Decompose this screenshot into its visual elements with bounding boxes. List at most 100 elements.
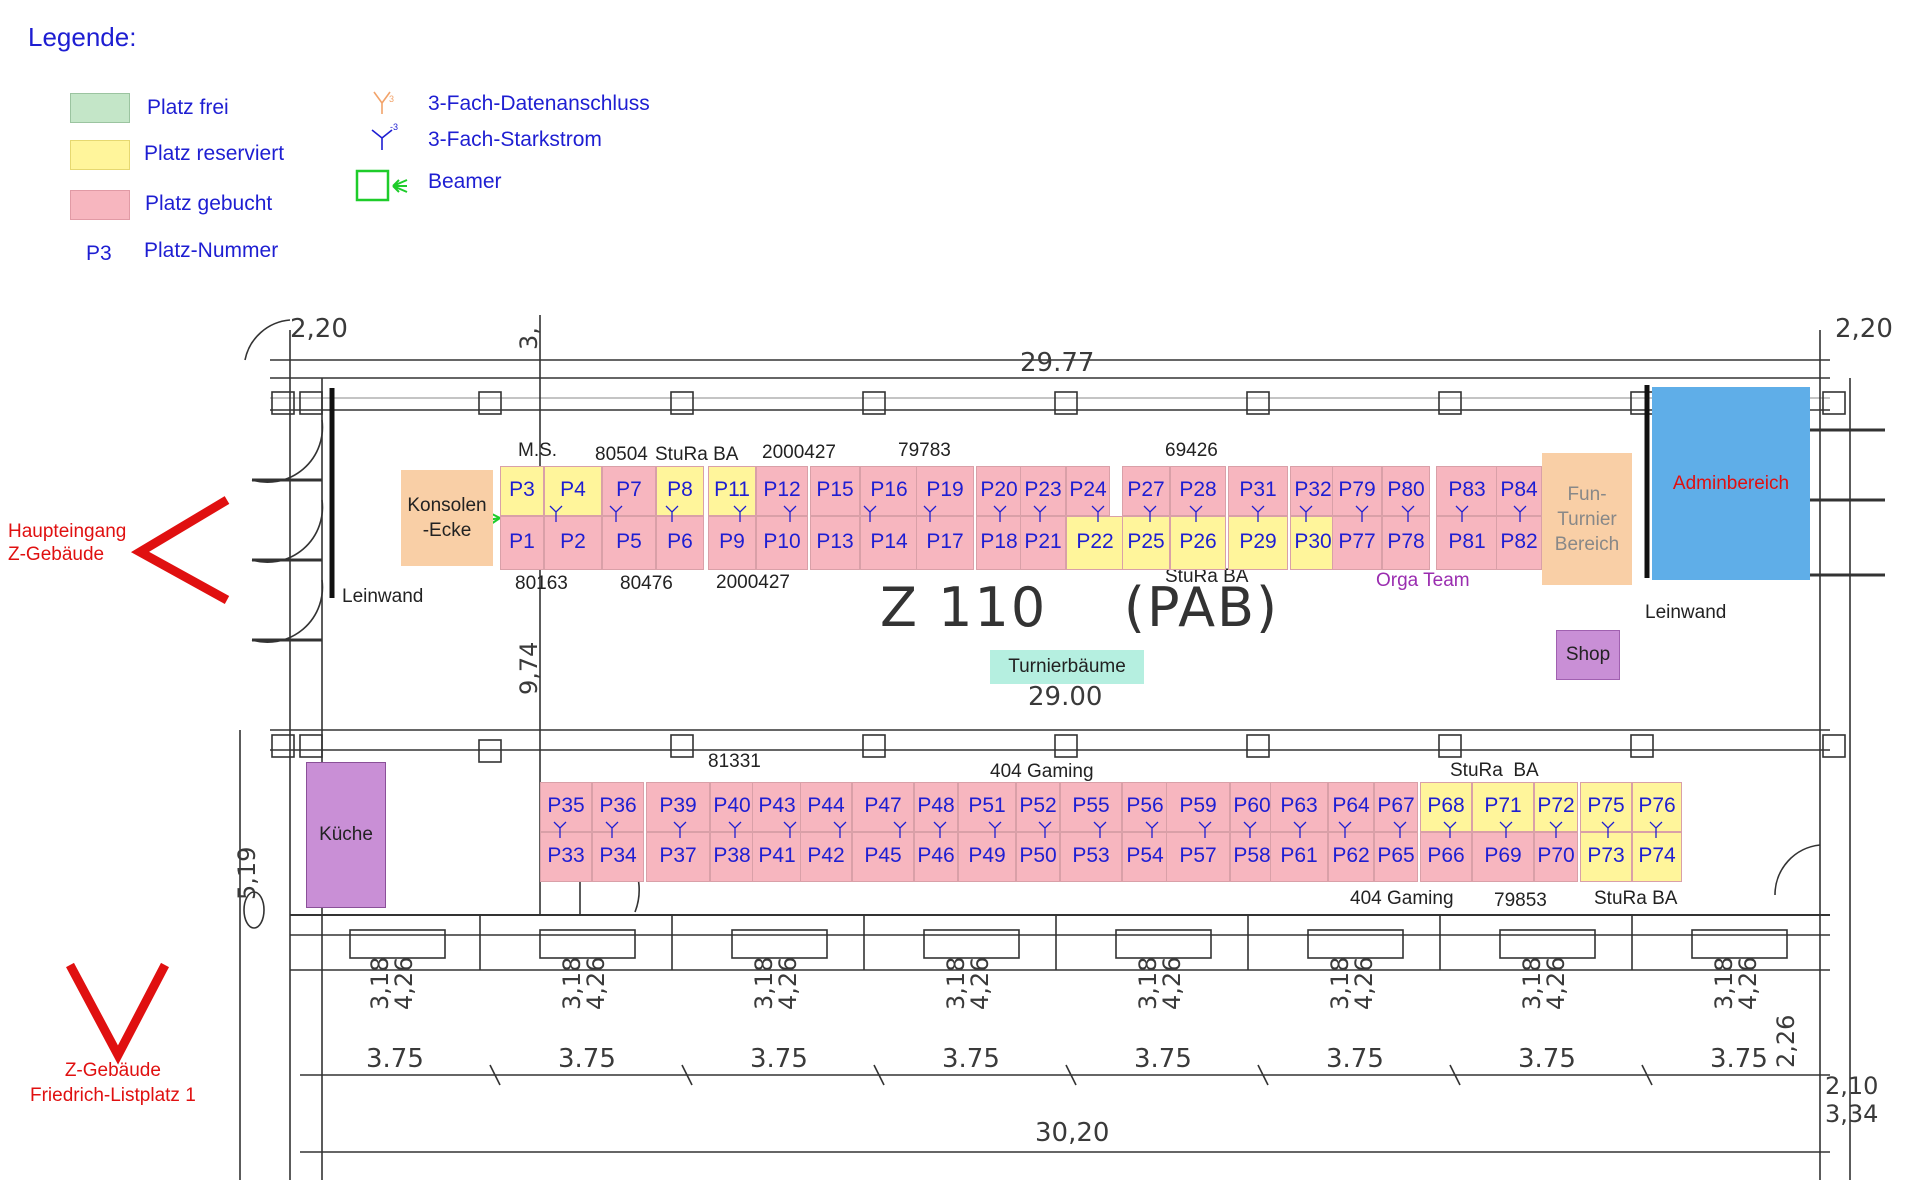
fun-turnier-label: Fun- Turnier Bereich xyxy=(1554,483,1620,555)
seat-p59[interactable]: P59 xyxy=(1166,782,1230,832)
seat-p67[interactable]: P67 xyxy=(1374,782,1418,832)
seat-p64[interactable]: P64 xyxy=(1328,782,1374,832)
seat-p57[interactable]: P57 xyxy=(1166,832,1230,882)
seat-p46[interactable]: P46 xyxy=(914,832,958,882)
tournament-trees: Turnierbäume xyxy=(990,650,1144,684)
seat-p62[interactable]: P62 xyxy=(1328,832,1374,882)
seat-p25[interactable]: P25 xyxy=(1122,516,1170,570)
seat-label: P61 xyxy=(1280,843,1318,867)
seat-p42[interactable]: P42 xyxy=(800,832,852,882)
seat-p84[interactable]: P84 xyxy=(1496,466,1542,516)
dim-inner-width: 29.00 xyxy=(1028,682,1103,712)
seat-p44[interactable]: P44 xyxy=(800,782,852,832)
seat-p74[interactable]: P74 xyxy=(1632,832,1682,882)
seat-p50[interactable]: P50 xyxy=(1016,832,1060,882)
seat-p54[interactable]: P54 xyxy=(1122,832,1168,882)
seat-p55[interactable]: P55 xyxy=(1060,782,1122,832)
seat-p33[interactable]: P33 xyxy=(540,832,592,882)
seat-p53[interactable]: P53 xyxy=(1060,832,1122,882)
seat-p23[interactable]: P23 xyxy=(1020,466,1066,516)
seat-p12[interactable]: P12 xyxy=(756,466,808,516)
seat-p7[interactable]: P7 xyxy=(602,466,656,516)
seat-p26[interactable]: P26 xyxy=(1170,516,1226,570)
shop: Shop xyxy=(1556,630,1620,680)
seat-label: P72 xyxy=(1537,793,1575,817)
seat-label: P29 xyxy=(1239,529,1277,553)
seat-p76[interactable]: P76 xyxy=(1632,782,1682,832)
seat-p81[interactable]: P81 xyxy=(1436,516,1498,570)
building-address-label: Z-Gebäude Friedrich-Listplatz 1 xyxy=(30,1060,196,1106)
seat-p79[interactable]: P79 xyxy=(1332,466,1382,516)
seat-p15[interactable]: P15 xyxy=(810,466,860,516)
seat-p3[interactable]: P3 xyxy=(500,466,544,516)
seat-p60[interactable]: P60 xyxy=(1230,782,1274,832)
seat-p56[interactable]: P56 xyxy=(1122,782,1168,832)
seat-label: P36 xyxy=(599,793,637,817)
seat-p11[interactable]: P11 xyxy=(708,466,756,516)
seat-label: P24 xyxy=(1069,477,1107,501)
seat-label: P39 xyxy=(659,793,697,817)
svg-text:3: 3 xyxy=(389,94,394,104)
seat-p6[interactable]: P6 xyxy=(656,516,704,570)
seat-label: P56 xyxy=(1126,793,1164,817)
seat-p78[interactable]: P78 xyxy=(1382,516,1430,570)
legend-swatch-gebucht xyxy=(70,190,130,220)
seat-label: P48 xyxy=(917,793,955,817)
seat-p39[interactable]: P39 xyxy=(646,782,710,832)
seat-p47[interactable]: P47 xyxy=(852,782,914,832)
power-outlet-icon xyxy=(1549,821,1563,838)
seat-p51[interactable]: P51 xyxy=(958,782,1016,832)
seat-p61[interactable]: P61 xyxy=(1270,832,1328,882)
power-outlet-icon xyxy=(1091,505,1105,522)
seat-p19[interactable]: P19 xyxy=(916,466,974,516)
seat-p66[interactable]: P66 xyxy=(1420,832,1472,882)
seat-p40[interactable]: P40 xyxy=(710,782,754,832)
seat-p29[interactable]: P29 xyxy=(1228,516,1288,570)
seat-label: P28 xyxy=(1179,477,1217,501)
seat-label: P44 xyxy=(807,793,845,817)
seat-p30[interactable]: P30 xyxy=(1290,516,1336,570)
power-outlet-icon xyxy=(673,821,687,838)
seat-p49[interactable]: P49 xyxy=(958,832,1016,882)
seat-p71[interactable]: P71 xyxy=(1472,782,1534,832)
seat-p8[interactable]: P8 xyxy=(656,466,704,516)
seat-label: P42 xyxy=(807,843,845,867)
seat-p28[interactable]: P28 xyxy=(1170,466,1226,516)
seat-p37[interactable]: P37 xyxy=(646,832,710,882)
seat-p17[interactable]: P17 xyxy=(916,516,974,570)
seat-p70[interactable]: P70 xyxy=(1534,832,1578,882)
seat-p20[interactable]: P20 xyxy=(976,466,1022,516)
seat-p1[interactable]: P1 xyxy=(500,516,544,570)
seat-p10[interactable]: P10 xyxy=(756,516,808,570)
seat-p18[interactable]: P18 xyxy=(976,516,1022,570)
seat-p4[interactable]: P4 xyxy=(544,466,602,516)
seat-p52[interactable]: P52 xyxy=(1016,782,1060,832)
note-stura-bottom: StuRa BA xyxy=(1594,888,1678,909)
seat-p36[interactable]: P36 xyxy=(592,782,644,832)
seat-p34[interactable]: P34 xyxy=(592,832,644,882)
seat-label: P81 xyxy=(1448,529,1486,553)
seat-p31[interactable]: P31 xyxy=(1228,466,1288,516)
seat-p73[interactable]: P73 xyxy=(1580,832,1632,882)
seat-p75[interactable]: P75 xyxy=(1580,782,1632,832)
seat-p80[interactable]: P80 xyxy=(1382,466,1430,516)
power-outlet-icon xyxy=(1455,505,1469,522)
seat-p14[interactable]: P14 xyxy=(860,516,918,570)
seat-p69[interactable]: P69 xyxy=(1472,832,1534,882)
seat-label: P27 xyxy=(1127,477,1165,501)
seat-p13[interactable]: P13 xyxy=(810,516,860,570)
seat-p16[interactable]: P16 xyxy=(860,466,918,516)
seat-p41[interactable]: P41 xyxy=(752,832,802,882)
seat-p9[interactable]: P9 xyxy=(708,516,756,570)
seat-p72[interactable]: P72 xyxy=(1534,782,1578,832)
seat-p21[interactable]: P21 xyxy=(1020,516,1066,570)
seat-p65[interactable]: P65 xyxy=(1374,832,1418,882)
seat-p45[interactable]: P45 xyxy=(852,832,914,882)
seat-p2[interactable]: P2 xyxy=(544,516,602,570)
seat-p32[interactable]: P32 xyxy=(1290,466,1336,516)
seat-p63[interactable]: P63 xyxy=(1270,782,1328,832)
seat-p35[interactable]: P35 xyxy=(540,782,592,832)
seat-p82[interactable]: P82 xyxy=(1496,516,1542,570)
seat-p77[interactable]: P77 xyxy=(1332,516,1382,570)
seat-p5[interactable]: P5 xyxy=(602,516,656,570)
